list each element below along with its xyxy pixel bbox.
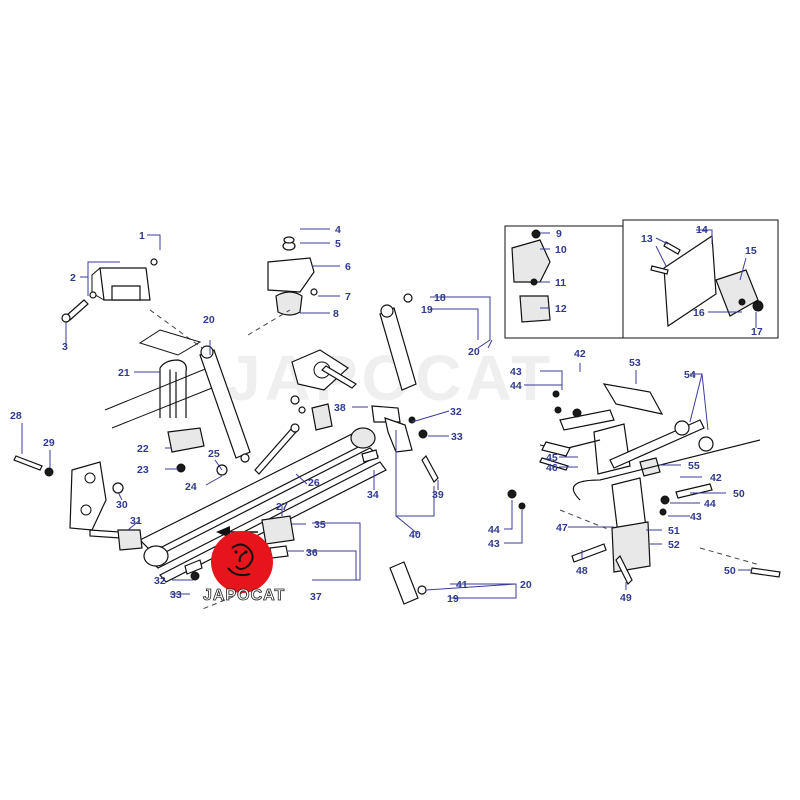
logo-text: JAPOCAT (203, 587, 285, 604)
japocat-logo: JAPOCAT (203, 531, 285, 604)
callout-29: 29 (43, 437, 55, 449)
callout-44-top: 44 (510, 380, 522, 392)
callout-32-left: 32 (154, 575, 166, 587)
frame-bracket-assembly (61, 258, 158, 323)
callout-44-left: 44 (488, 524, 500, 536)
callout-43-top: 43 (510, 366, 522, 378)
callout-38: 38 (334, 402, 346, 414)
callout-36: 36 (306, 547, 318, 559)
shock-absorber-middle (379, 293, 417, 391)
callout-40: 40 (409, 529, 421, 541)
bump-stop-assembly (267, 236, 318, 316)
callout-23: 23 (137, 464, 149, 476)
callout-3: 3 (62, 341, 68, 353)
callout-5: 5 (335, 238, 341, 250)
callout-7: 7 (345, 291, 351, 303)
callout-17: 17 (751, 326, 763, 338)
reference-line (149, 309, 206, 351)
callout-20-middle: 20 (468, 346, 480, 358)
callout-2: 2 (70, 272, 76, 284)
callout-49: 49 (620, 592, 632, 604)
callout-25: 25 (208, 448, 220, 460)
callout-15: 15 (745, 245, 757, 257)
reference-line (699, 547, 761, 566)
callout-14: 14 (696, 224, 708, 236)
callout-33-right: 33 (451, 431, 463, 443)
plate (361, 449, 379, 463)
callout-44-right: 44 (704, 498, 716, 510)
callout-20-left: 20 (203, 314, 215, 326)
shackle-assembly (290, 349, 439, 483)
logo-red-circle (211, 531, 273, 593)
callout-32-right: 32 (450, 406, 462, 418)
callout-20-lower: 20 (520, 579, 532, 591)
callout-53: 53 (629, 357, 641, 369)
callout-55: 55 (688, 460, 700, 472)
plate (184, 559, 203, 575)
callout-6: 6 (345, 261, 351, 273)
callout-18: 18 (434, 292, 446, 304)
callout-1: 1 (139, 230, 145, 242)
spring-hanger (13, 455, 143, 551)
callout-39: 39 (432, 489, 444, 501)
callout-46: 46 (546, 462, 558, 474)
callout-19-upper: 19 (421, 304, 433, 316)
callout-30: 30 (116, 499, 128, 511)
callout-41: 41 (456, 579, 468, 591)
callout-35: 35 (314, 519, 326, 531)
callout-43-left: 43 (488, 538, 500, 550)
callout-12: 12 (555, 303, 567, 315)
callout-54: 54 (684, 369, 696, 381)
callout-48: 48 (576, 565, 588, 577)
inset-box-brackets (622, 219, 779, 339)
callout-42-top: 42 (574, 348, 586, 360)
u-bolt (159, 359, 187, 418)
callout-50-bottom: 50 (724, 565, 736, 577)
bolt-head (190, 571, 200, 581)
callout-11: 11 (555, 277, 566, 289)
callout-21: 21 (118, 367, 130, 379)
callout-37: 37 (310, 591, 322, 603)
callout-28: 28 (10, 410, 22, 422)
callout-4: 4 (335, 224, 341, 236)
callout-51: 51 (668, 525, 680, 537)
callout-22: 22 (137, 443, 149, 455)
callout-24: 24 (185, 481, 197, 493)
stabilizer-bar-assembly (507, 383, 781, 586)
callout-8: 8 (333, 308, 339, 320)
callout-50-right: 50 (733, 488, 745, 500)
spring-seat (167, 427, 205, 453)
shock-absorber-lower (389, 561, 427, 605)
nut (176, 463, 186, 473)
callout-labels: 1 2 3 4 5 6 7 8 9 10 11 12 13 14 15 16 1… (10, 224, 763, 605)
watermark-text: JAPOCAT (225, 342, 554, 414)
bushing (143, 545, 169, 567)
callout-42-right: 42 (710, 472, 722, 484)
callout-47: 47 (556, 522, 568, 534)
frame-rail (104, 329, 223, 429)
callout-34: 34 (367, 489, 379, 501)
callout-13: 13 (641, 233, 653, 245)
callout-16: 16 (693, 307, 705, 319)
reference-line (247, 309, 291, 336)
leader-lines (21, 228, 757, 599)
callout-10: 10 (555, 244, 567, 256)
callout-45: 45 (546, 452, 558, 464)
callout-31: 31 (130, 515, 142, 527)
callout-26: 26 (308, 477, 320, 489)
callout-43-right: 43 (690, 511, 702, 523)
callout-9: 9 (556, 228, 562, 240)
callout-33-left: 33 (170, 589, 182, 601)
inset-box-mounts (504, 225, 624, 339)
callout-19-lower: 19 (447, 593, 459, 605)
callout-27: 27 (276, 501, 288, 513)
callout-52: 52 (668, 539, 680, 551)
shock-absorber-left (199, 345, 251, 463)
